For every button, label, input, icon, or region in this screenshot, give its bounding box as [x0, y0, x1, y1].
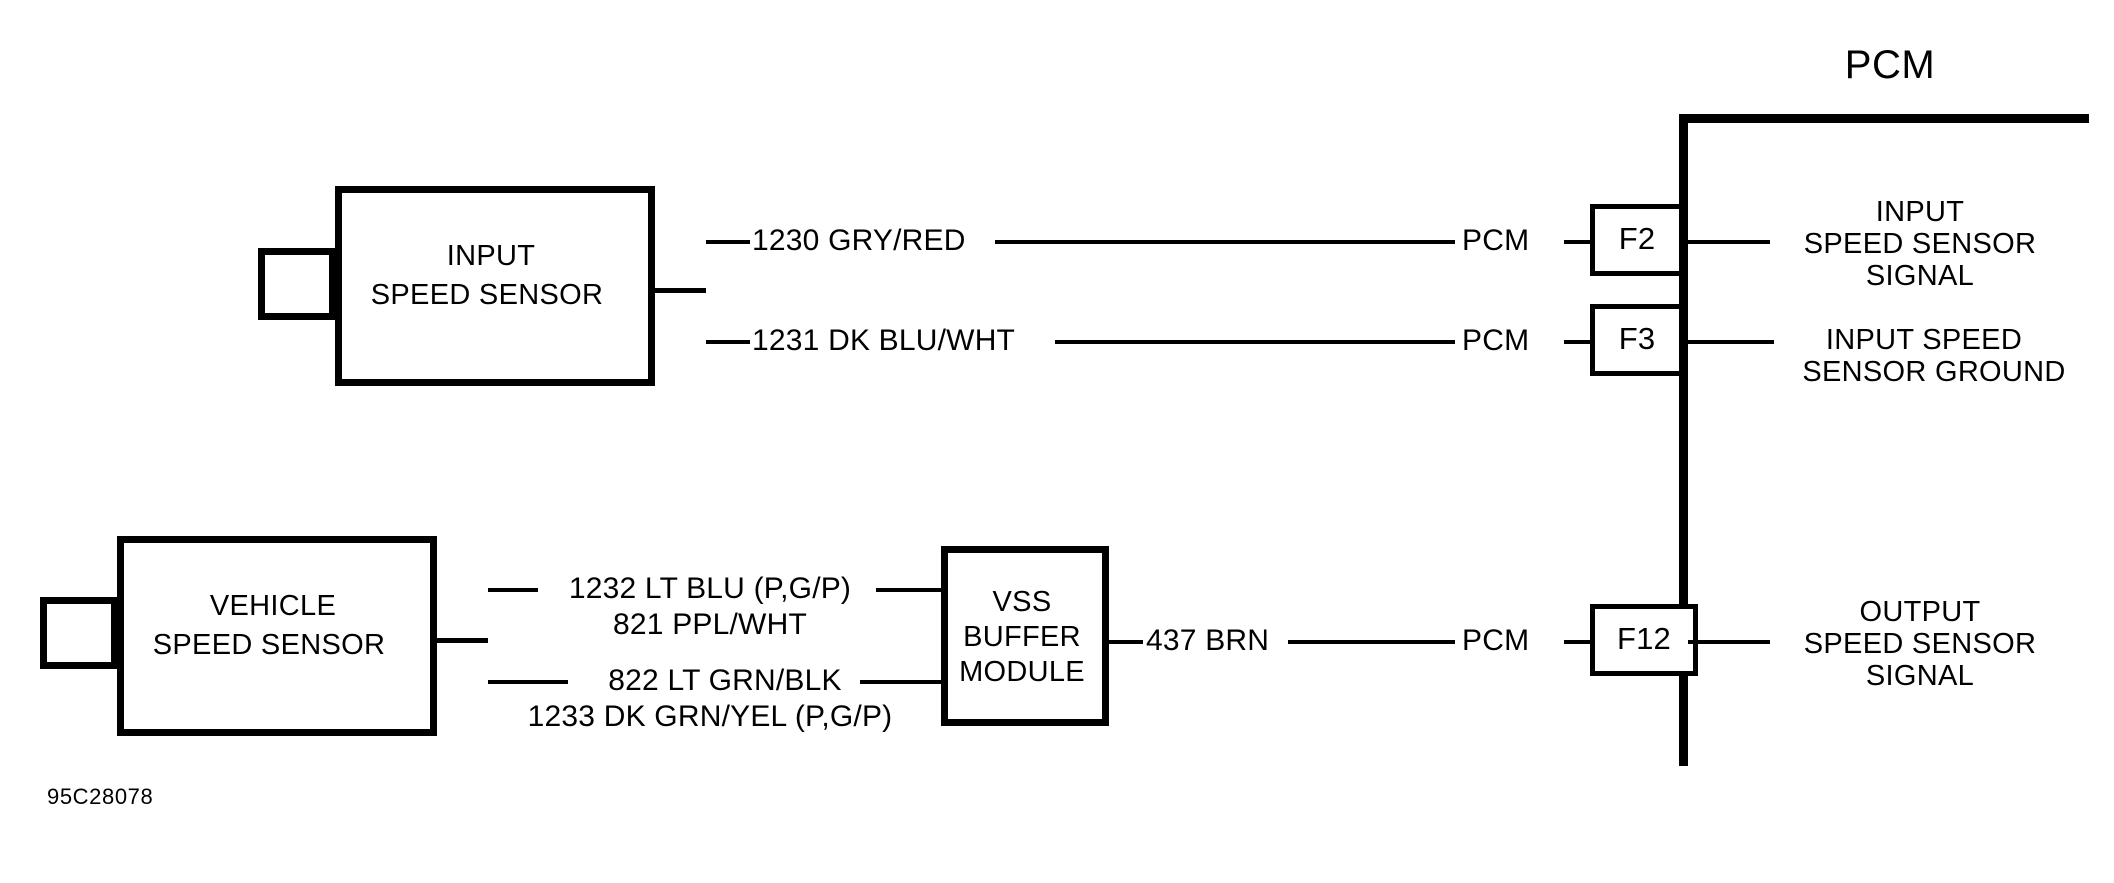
pcm-tag-f12-lead — [1564, 640, 1592, 644]
wire-label-822: 822 LT GRN/BLK — [608, 664, 842, 697]
wire-1232-run — [876, 588, 942, 592]
pcm-function-f12-line3: SIGNAL — [1865, 660, 1975, 692]
wire-label-821: 821 PPL/WHT — [613, 608, 807, 641]
pcm-pin-f12-box — [1590, 604, 1698, 676]
wire-437-run — [1288, 640, 1455, 644]
pcm-title: PCM — [1844, 43, 1936, 87]
pcm-pin-f3-label: F3 — [1618, 321, 1656, 356]
pcm-boundary-vertical — [1679, 114, 1688, 766]
wire-label-1230: 1230 GRY/RED — [752, 224, 966, 257]
vehicle-speed-sensor-label-line2: SPEED SENSOR — [152, 629, 386, 661]
pcm-pin-f12-internal-lead — [1688, 640, 1770, 644]
pcm-tag-f3: PCM — [1462, 324, 1530, 357]
vss-buffer-module-label-line3: MODULE — [959, 656, 1085, 688]
pcm-tag-f2: PCM — [1462, 224, 1530, 257]
wire-1230-stub — [706, 240, 750, 244]
input-speed-sensor-label-line1: INPUT — [446, 240, 536, 272]
input-speed-sensor-stub — [258, 248, 336, 320]
pcm-pin-f12-label: F12 — [1616, 621, 1672, 656]
pcm-pin-f3-box — [1590, 304, 1684, 376]
vss-buffer-module-box — [941, 546, 1109, 726]
vss-buffer-module-label-line1: VSS — [992, 586, 1052, 618]
pcm-pin-f2-label: F2 — [1618, 221, 1656, 256]
pcm-pin-f3-internal-lead — [1686, 340, 1774, 344]
wire-1231-run — [1055, 340, 1455, 344]
vehicle-sensor-connector-divider-vertical — [430, 540, 435, 732]
input-speed-sensor-body — [335, 186, 655, 386]
pcm-boundary-top — [1679, 114, 2089, 123]
pcm-function-f3-line2: SENSOR GROUND — [1802, 356, 2066, 388]
wire-label-437: 437 BRN — [1146, 624, 1270, 657]
pcm-function-f2-line1: INPUT — [1875, 196, 1965, 228]
vehicle-speed-sensor-stub — [40, 597, 118, 669]
vss-buffer-module-label-line2: BUFFER — [963, 621, 1081, 653]
vehicle-speed-sensor-body — [117, 536, 437, 736]
pcm-pin-f2-box — [1590, 204, 1684, 276]
pcm-function-f12-line2: SPEED SENSOR — [1803, 628, 2037, 660]
pcm-function-f3-line1: INPUT SPEED — [1825, 324, 2023, 356]
pcm-tag-f2-lead — [1564, 240, 1592, 244]
input-sensor-connector-divider-horizontal — [648, 288, 706, 293]
pcm-function-f2-line2: SPEED SENSOR — [1803, 228, 2037, 260]
figure-code: 95C28078 — [47, 784, 154, 809]
wire-label-1231: 1231 DK BLU/WHT — [752, 324, 1016, 357]
pcm-tag-f3-lead — [1564, 340, 1592, 344]
pcm-function-f12-line1: OUTPUT — [1859, 596, 1981, 628]
pcm-tag-f12: PCM — [1462, 624, 1530, 657]
wire-437-stub — [1109, 640, 1143, 644]
wire-822-stub — [488, 680, 568, 684]
vehicle-speed-sensor-label-line1: VEHICLE — [209, 590, 337, 622]
input-speed-sensor-label-line2: SPEED SENSOR — [370, 279, 604, 311]
wire-822-run — [860, 680, 942, 684]
input-sensor-connector-divider-vertical — [648, 190, 653, 382]
pcm-function-f2-line3: SIGNAL — [1865, 260, 1975, 292]
wire-label-1233: 1233 DK GRN/YEL (P,G/P) — [527, 700, 893, 733]
wire-label-1232: 1232 LT BLU (P,G/P) — [568, 572, 852, 605]
wire-1230-run — [995, 240, 1455, 244]
wire-1232-stub — [488, 588, 538, 592]
vehicle-sensor-connector-divider-horizontal — [430, 638, 488, 643]
wire-1231-stub — [706, 340, 750, 344]
pcm-pin-f2-internal-lead — [1686, 240, 1770, 244]
